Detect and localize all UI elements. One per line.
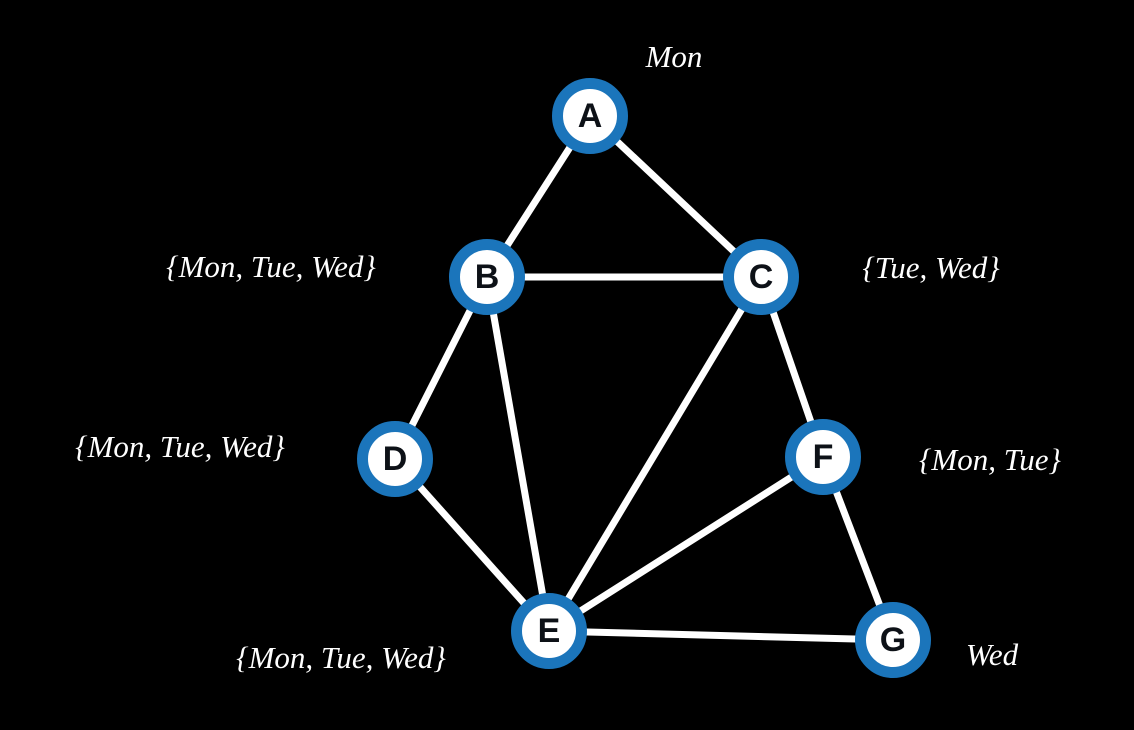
- domain-label-D: {Mon, Tue, Wed}: [75, 429, 285, 464]
- node-F: F: [785, 419, 861, 495]
- edge-C-E: [545, 273, 765, 635]
- node-letter-B: B: [474, 258, 500, 296]
- node-E: E: [511, 593, 587, 669]
- edge-B-E: [483, 273, 553, 635]
- node-letter-F: F: [812, 438, 834, 476]
- domain-label-B: {Mon, Tue, Wed}: [166, 249, 376, 284]
- node-letter-A: A: [577, 97, 603, 135]
- node-letter-G: G: [879, 621, 907, 659]
- domain-label-C: {Tue, Wed}: [862, 250, 1000, 285]
- node-letter-C: C: [748, 258, 774, 296]
- domain-label-A: Mon: [645, 39, 703, 74]
- edge-E-F: [545, 453, 827, 635]
- domain-label-F: {Mon, Tue}: [919, 442, 1061, 477]
- node-A: A: [552, 78, 628, 154]
- node-C: C: [723, 239, 799, 315]
- node-B: B: [449, 239, 525, 315]
- domain-label-E: {Mon, Tue, Wed}: [236, 640, 446, 675]
- node-D: D: [357, 421, 433, 497]
- domain-label-G: Wed: [965, 637, 1019, 672]
- node-letter-D: D: [382, 440, 408, 478]
- edge-E-G: [545, 627, 897, 644]
- node-letter-E: E: [537, 612, 561, 650]
- node-G: G: [855, 602, 931, 678]
